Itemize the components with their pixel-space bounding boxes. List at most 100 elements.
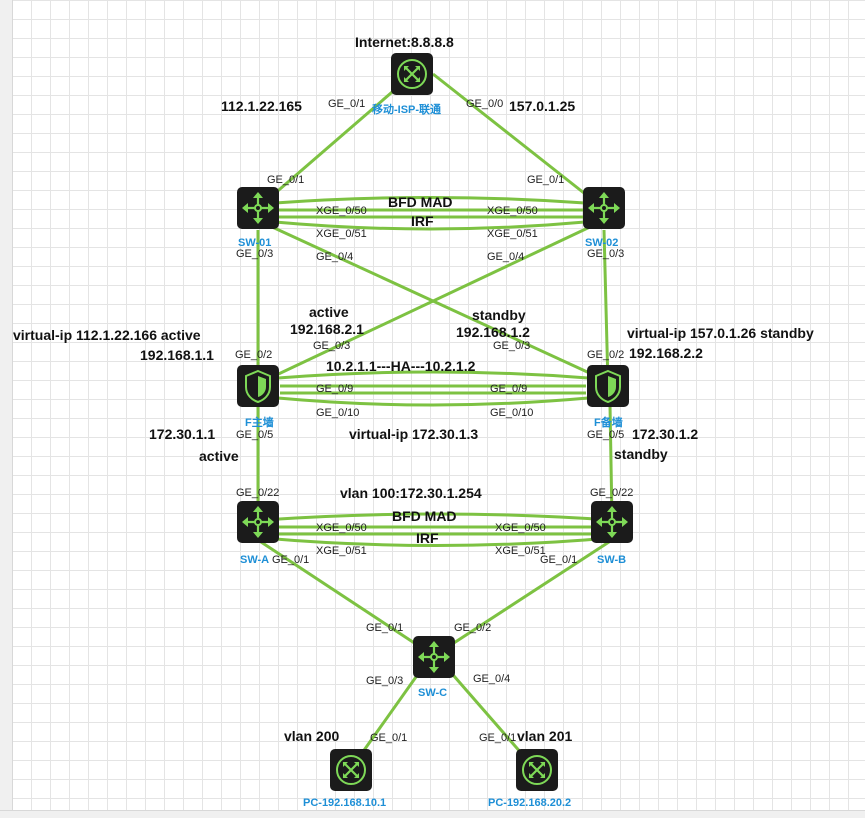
port-label: GE_0/9 <box>316 383 353 395</box>
port-label: GE_0/5 <box>236 429 273 441</box>
port-label: XGE_0/50 <box>316 205 367 217</box>
link-swa-swb-irf <box>262 536 611 547</box>
port-label: GE_0/0 <box>466 98 503 110</box>
port-label: GE_0/9 <box>490 383 527 395</box>
device-pc2[interactable] <box>516 749 558 791</box>
irf-bottom: IRF <box>416 530 439 546</box>
device-sw01[interactable] <box>237 187 279 229</box>
vlan100: vlan 100:172.30.1.254 <box>340 485 482 501</box>
link-fw2-swb <box>608 404 614 521</box>
bfd-mad-top: BFD MAD <box>388 194 453 210</box>
link-fw1-fw2-bottom <box>277 396 589 407</box>
device-fw1[interactable] <box>237 365 279 407</box>
vip-left-ip: 192.168.1.1 <box>140 347 214 363</box>
standby-right: standby <box>472 307 526 323</box>
node-labels: 移动-ISP-联通 SW-01 SW-02 F主墙 F备墙 SW-A SW-B … <box>238 102 626 809</box>
link-swb-swc <box>439 538 613 654</box>
port-label: GE_0/5 <box>587 429 624 441</box>
port-label: GE_0/10 <box>316 407 359 419</box>
port-label: XGE_0/51 <box>316 228 367 240</box>
device-fw2[interactable] <box>587 365 629 407</box>
standby-down: standby <box>614 446 668 462</box>
vip-left: virtual-ip 112.1.22.166 active <box>13 327 201 343</box>
link-internet-sw02 <box>432 72 604 210</box>
link-internet-sw01 <box>257 72 414 210</box>
port-label: XGE_0/51 <box>316 545 367 557</box>
canvas-bottom-edge <box>0 810 865 818</box>
device-pc1[interactable] <box>330 749 372 791</box>
node-label-fw2: F备墙 <box>594 415 623 429</box>
vlan201: vlan 201 <box>517 728 572 744</box>
node-label-swa: SW-A <box>240 554 269 566</box>
port-label: GE_0/1 <box>540 554 577 566</box>
port-label: GE_0/10 <box>490 407 533 419</box>
port-label: GE_0/1 <box>366 622 403 634</box>
port-label: GE_0/2 <box>235 349 272 361</box>
port-label: XGE_0/50 <box>487 205 538 217</box>
port-label: GE_0/22 <box>590 487 633 499</box>
node-label-swb: SW-B <box>597 554 626 566</box>
device-swa[interactable] <box>237 501 279 543</box>
port-label: GE_0/4 <box>487 251 524 263</box>
device-sw02[interactable] <box>583 187 625 229</box>
port-label: XGE_0/51 <box>495 545 546 557</box>
active-left-ip: 192.168.2.1 <box>290 321 364 337</box>
annotations: Internet:8.8.8.8 112.1.22.165 157.0.1.25… <box>13 34 814 744</box>
link-fw1-fw2-top <box>277 370 589 380</box>
device-swc[interactable] <box>413 636 455 678</box>
node-label-pc2: PC-192.168.20.2 <box>488 797 571 809</box>
node-label-sw02: SW-02 <box>585 237 618 249</box>
port-label: GE_0/2 <box>587 349 624 361</box>
port-label: GE_0/3 <box>313 340 350 352</box>
isp-left-ip: 112.1.22.165 <box>221 98 302 114</box>
port-label: GE_0/1 <box>527 174 564 186</box>
link-sw01-sw02-irf <box>274 220 586 231</box>
irf-top: IRF <box>411 213 434 229</box>
isp-right-ip: 157.0.1.25 <box>509 98 575 114</box>
port-label: GE_0/1 <box>479 732 516 744</box>
link-sw01-sw02-bfd <box>274 196 586 205</box>
link-swa-swc <box>257 538 429 654</box>
port-label: GE_0/1 <box>267 174 304 186</box>
port-label: GE_0/3 <box>236 248 273 260</box>
port-label: XGE_0/51 <box>487 228 538 240</box>
port-label: GE_0/1 <box>370 732 407 744</box>
port-label: GE_0/4 <box>473 673 510 685</box>
bfd-mad-bottom: BFD MAD <box>392 508 457 524</box>
port-label: GE_0/4 <box>316 251 353 263</box>
vip-right-ip: 192.168.2.2 <box>629 345 703 361</box>
port-label: XGE_0/50 <box>495 522 546 534</box>
standby-right-ip: 192.168.1.2 <box>456 324 530 340</box>
link-sw02-fw2 <box>602 229 610 386</box>
port-labels: GE_0/1 GE_0/0 GE_0/1 GE_0/1 XGE_0/50 XGE… <box>235 98 633 744</box>
port-label: GE_0/1 <box>272 554 309 566</box>
port-label: GE_0/1 <box>328 98 365 110</box>
vlan200: vlan 200 <box>284 728 339 744</box>
ha-link: 10.2.1.1---HA---10.2.1.2 <box>326 358 476 374</box>
vip-inside: virtual-ip 172.30.1.3 <box>349 426 478 442</box>
node-label-sw01: SW-01 <box>238 237 271 249</box>
active-left: active <box>309 304 349 320</box>
port-label: GE_0/22 <box>236 487 279 499</box>
port-label: GE_0/3 <box>366 675 403 687</box>
vip-right: virtual-ip 157.0.1.26 standby <box>627 325 814 341</box>
node-label-swc: SW-C <box>418 687 447 699</box>
port-label: XGE_0/50 <box>316 522 367 534</box>
fw1-down-ip: 172.30.1.1 <box>149 426 215 442</box>
node-label-pc1: PC-192.168.10.1 <box>303 797 386 809</box>
link-sw02-fw1 <box>269 224 593 380</box>
canvas-left-edge <box>0 0 13 817</box>
device-internet[interactable] <box>391 53 433 95</box>
port-label: GE_0/3 <box>493 340 530 352</box>
node-label-internet: 移动-ISP-联通 <box>372 102 441 116</box>
device-swb[interactable] <box>591 501 633 543</box>
link-swa-swb-bfd <box>262 512 611 522</box>
internet-title: Internet:8.8.8.8 <box>355 34 454 50</box>
fw2-down-ip: 172.30.1.2 <box>632 426 698 442</box>
links <box>256 72 614 771</box>
port-label: GE_0/2 <box>454 622 491 634</box>
port-label: GE_0/3 <box>587 248 624 260</box>
active-down: active <box>199 448 239 464</box>
